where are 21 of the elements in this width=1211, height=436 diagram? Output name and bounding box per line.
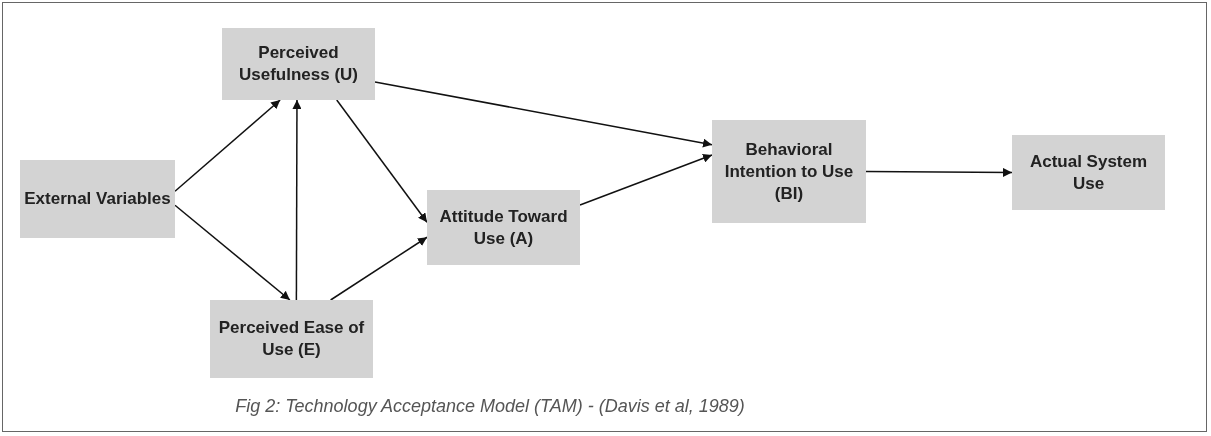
arrow (329, 236, 428, 301)
arrow (374, 81, 713, 148)
concept-box (712, 120, 866, 223)
node-label: External Variables (24, 188, 171, 210)
arrow (174, 204, 291, 301)
concept-box (1012, 135, 1165, 210)
concept-box (222, 28, 375, 100)
node-label: Behavioral Intention to Use (BI) (723, 138, 855, 205)
concept-box (427, 190, 580, 265)
concept-box (210, 300, 373, 378)
concept-box (20, 160, 175, 238)
arrow (579, 154, 713, 206)
arrow (174, 99, 281, 192)
node-label: Perceived Ease of Use (E) (217, 317, 366, 361)
arrow (292, 99, 302, 301)
node-label: Perceived Usefulness (U) (238, 42, 359, 86)
figure-caption: Fig 2: Technology Acceptance Model (TAM) - (Davis et al, 1989) (234, 396, 746, 417)
arrow (336, 99, 428, 223)
node-label: Attitude Toward Use (A) (438, 205, 569, 250)
arrow (865, 167, 1013, 177)
node-label: Actual System Use (1028, 150, 1149, 195)
